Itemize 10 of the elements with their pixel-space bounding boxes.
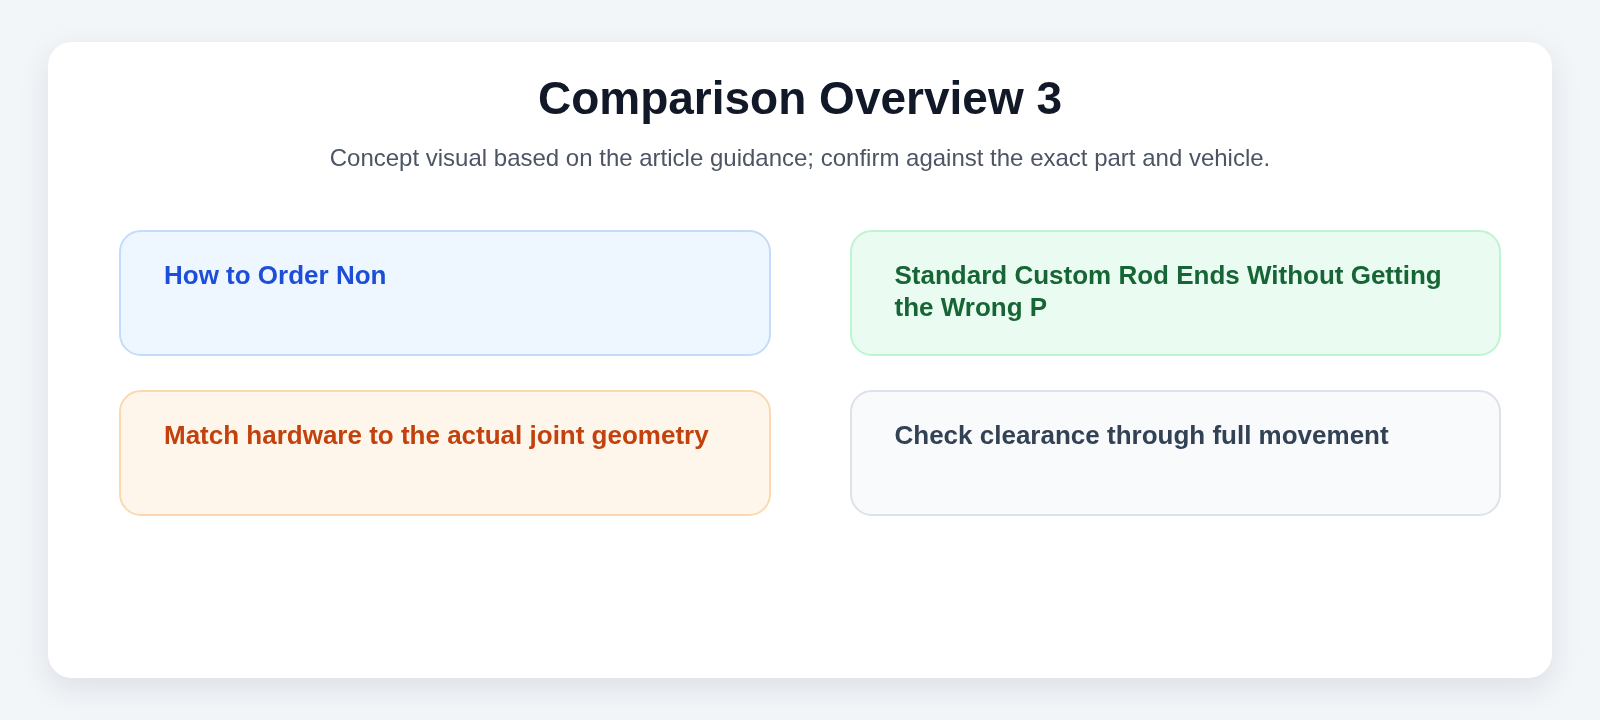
info-card xyxy=(119,230,771,356)
subtitle-text: Concept visual based on the article guidance; confirm against the exact part and vehicle. xyxy=(328,143,1272,173)
info-card xyxy=(849,230,1501,356)
card-heading: Check clearance through full movement xyxy=(894,419,1390,451)
card-heading: How to Order Non xyxy=(164,259,388,291)
card-heading: Standard Custom Rod Ends Without Getting the Wrong P xyxy=(894,259,1443,323)
card-heading: Match hardware to the actual joint geometry xyxy=(164,419,710,451)
info-card xyxy=(119,390,771,516)
diagram-title: Comparison Overview 3 xyxy=(536,71,1064,126)
info-card xyxy=(849,390,1501,516)
